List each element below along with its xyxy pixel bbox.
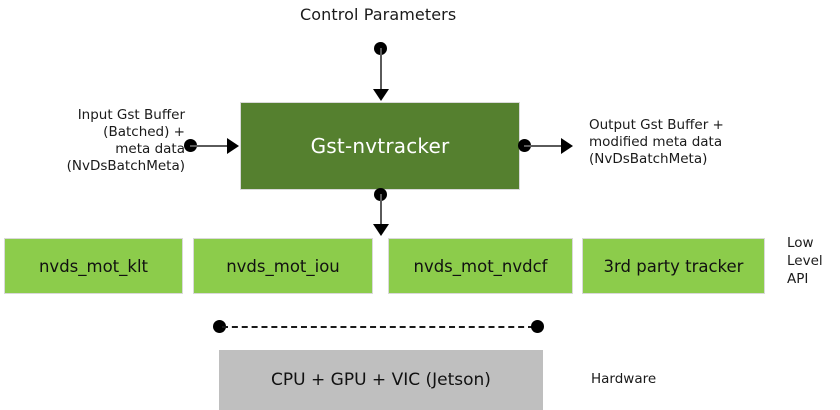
gst-nvtracker-block[interactable]: Gst-nvtracker <box>240 102 520 190</box>
hardware-dashed-right-dot <box>531 320 544 333</box>
low-level-api-group-label-line-2: Level <box>787 253 823 269</box>
output-connector-line <box>524 144 564 147</box>
input-buffer-label-line-2: (Batched) + <box>103 124 185 140</box>
low-level-api-arrow-icon <box>372 224 389 236</box>
gst-nvtracker-block-label: Gst-nvtracker <box>310 134 450 158</box>
output-arrow-icon <box>561 137 573 154</box>
low-level-block-3rd-party-tracker[interactable]: 3rd party tracker <box>582 238 765 294</box>
low-level-api-connector-line <box>379 194 382 226</box>
output-buffer-label: Output Gst Buffer + modified meta data (… <box>589 117 829 168</box>
low-level-api-group-label-line-3: API <box>787 271 809 287</box>
low-level-block-nvds-mot-nvdcf-label: nvds_mot_nvdcf <box>413 256 548 276</box>
input-connector-line <box>190 144 230 147</box>
diagram-title: Control Parameters <box>300 5 457 24</box>
input-buffer-label-line-1: Input Gst Buffer <box>77 107 185 123</box>
control-parameters-connector-line <box>379 48 382 90</box>
output-buffer-label-line-3: (NvDsBatchMeta) <box>589 151 708 167</box>
input-arrow-icon <box>227 137 239 154</box>
low-level-block-nvds-mot-klt-label: nvds_mot_klt <box>38 256 149 276</box>
input-buffer-label: Input Gst Buffer (Batched) + meta data (… <box>10 107 185 175</box>
hardware-dashed-connector-line <box>222 326 534 328</box>
output-buffer-label-line-1: Output Gst Buffer + <box>589 117 724 133</box>
low-level-block-nvds-mot-iou-label: nvds_mot_iou <box>226 256 340 276</box>
low-level-block-nvds-mot-iou[interactable]: nvds_mot_iou <box>193 238 373 294</box>
input-buffer-label-line-3: meta data <box>115 141 185 157</box>
low-level-api-group-label: Low Level API <box>787 234 823 288</box>
hardware-group-label: Hardware <box>591 371 657 387</box>
hardware-block[interactable]: CPU + GPU + VIC (Jetson) <box>219 350 543 410</box>
low-level-block-nvds-mot-klt[interactable]: nvds_mot_klt <box>4 238 183 294</box>
hardware-dashed-left-dot <box>213 320 226 333</box>
hardware-block-label: CPU + GPU + VIC (Jetson) <box>271 370 491 390</box>
control-parameters-arrow-icon <box>372 89 389 101</box>
input-buffer-label-line-4: (NvDsBatchMeta) <box>66 158 185 174</box>
low-level-api-group-label-line-1: Low <box>787 235 814 251</box>
output-buffer-label-line-2: modified meta data <box>589 134 723 150</box>
low-level-block-nvds-mot-nvdcf[interactable]: nvds_mot_nvdcf <box>388 238 573 294</box>
low-level-block-3rd-party-tracker-label: 3rd party tracker <box>603 256 744 276</box>
